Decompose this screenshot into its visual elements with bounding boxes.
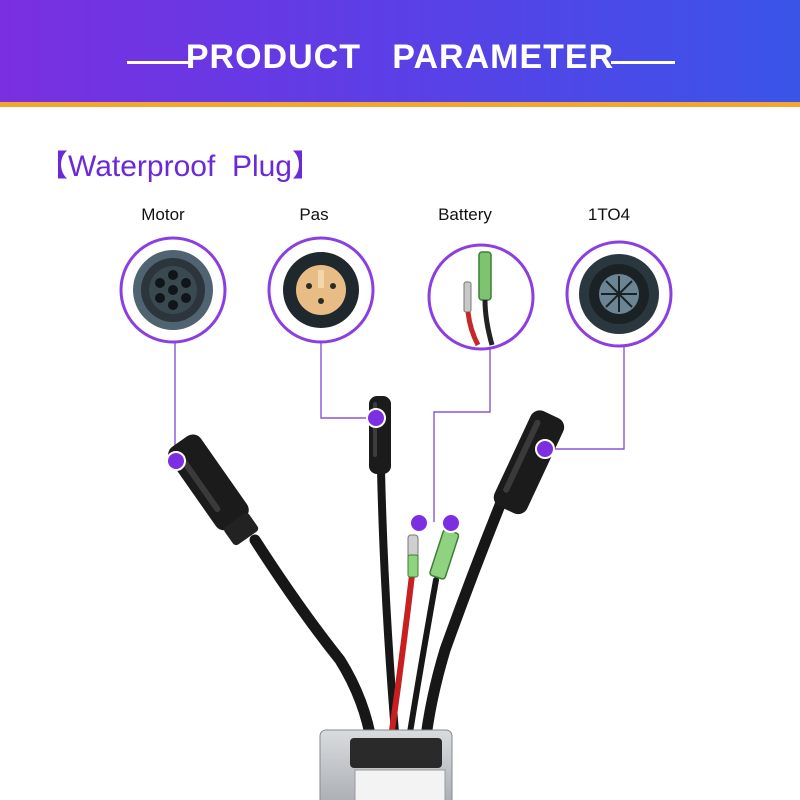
callout-dot-1to4 [535,439,555,459]
header-banner [0,0,800,102]
callout-dots [166,408,555,533]
connector-label-pas: Pas [299,205,329,224]
callout-line-pas [320,340,376,419]
1to4-connector [493,410,565,515]
callout-lines [174,340,625,522]
connector-label-1to4: 1TO4 [587,205,631,224]
pas-plug-icon [267,236,375,344]
connector-label-motor: Motor [141,205,185,224]
banner-title: PRODUCT PARAMETER [185,38,615,76]
banner-stripe [0,102,800,107]
motor-plug-icon [119,236,227,344]
1to4-plug-icon [565,240,673,348]
controller-box [319,729,453,800]
connector-label-battery: Battery [438,205,492,224]
motor-connector [168,434,259,546]
callout-line-1to4 [545,345,625,450]
section-title: 【Waterproof Plug】 [38,150,322,183]
pas-connector [369,396,391,474]
battery-terminal-icon [427,243,535,351]
callout-dot-motor [166,451,186,471]
callout-dot-pas [366,408,386,428]
callout-dot-battery-2 [441,513,461,533]
banner-rule-right [611,61,675,64]
cable-bundle [249,466,506,751]
battery-connector [407,529,460,580]
banner-rule-left [127,61,191,64]
callout-dot-battery-1 [409,513,429,533]
callout-line-battery [433,345,491,522]
